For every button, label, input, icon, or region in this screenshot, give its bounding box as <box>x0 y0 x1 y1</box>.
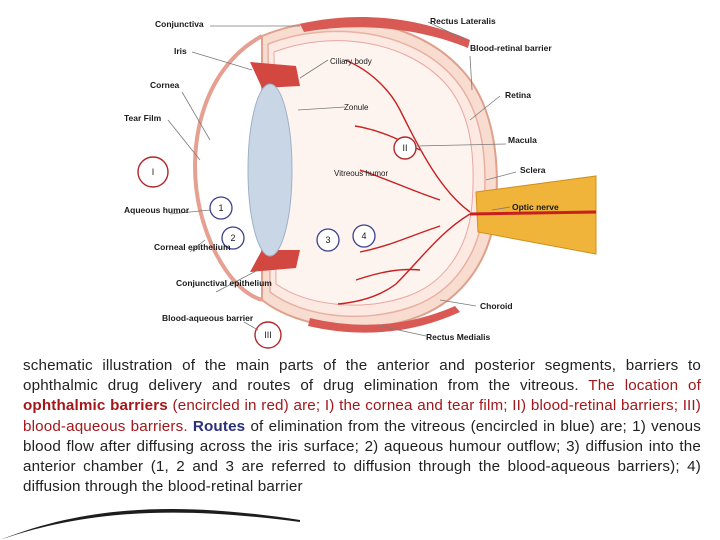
label-conjunctiva: Conjunctiva <box>155 19 204 29</box>
iris-lower <box>250 250 300 272</box>
optic-nerve-vessel <box>469 210 597 216</box>
optic-nerve-shape <box>475 175 597 255</box>
leader-lines <box>167 21 517 337</box>
route-markers: 1 2 3 4 <box>209 196 376 252</box>
retinal-vessels <box>337 59 471 305</box>
figure-caption: schematic illustration of the main parts… <box>23 356 701 497</box>
iris-upper <box>250 62 300 88</box>
barrier-label-I: I <box>152 167 155 177</box>
barrier-label-II: II <box>402 143 407 153</box>
barrier-marker-II <box>393 136 417 160</box>
label-corneal-epithelium: Corneal epithelium <box>154 242 231 252</box>
rectus-lateralis-muscle <box>300 17 470 48</box>
label-vitreous-humor: Vitreous humor <box>334 169 388 178</box>
barrier-markers: I II III <box>137 136 417 349</box>
label-ciliary-body: Ciliary body <box>330 57 372 66</box>
cornea-shape <box>193 34 263 302</box>
label-choroid: Choroid <box>480 301 513 311</box>
barrier-marker-III <box>254 321 282 349</box>
route-label-3: 3 <box>325 235 330 245</box>
route-marker-1 <box>209 196 233 220</box>
label-macula: Macula <box>508 135 537 145</box>
label-iris: Iris <box>174 46 187 56</box>
caption-location-lead: The location of <box>588 377 701 395</box>
barrier-marker-I <box>137 156 169 188</box>
route-label-1: 1 <box>218 203 223 213</box>
label-aqueous-humor: Aqueous humor <box>124 205 190 215</box>
label-retina: Retina <box>505 90 531 100</box>
label-rectus-lateralis: Rectus Lateralis <box>430 16 496 26</box>
eye-diagram: I II III 1 2 3 4 Conjunctiv <box>124 16 597 349</box>
route-marker-2 <box>221 226 245 250</box>
caption-intro: schematic illustration of the main parts… <box>23 357 701 395</box>
route-marker-4 <box>352 224 376 248</box>
caption-routes: Routes <box>192 417 246 435</box>
label-rectus-medialis: Rectus Medialis <box>426 332 491 342</box>
label-blood-retinal-barrier: Blood-retinal barrier <box>470 43 552 53</box>
route-marker-3 <box>316 228 340 252</box>
route-label-4: 4 <box>361 231 366 241</box>
label-conjunctival-epithelium: Conjunctival epithelium <box>176 278 272 288</box>
route-label-2: 2 <box>230 233 235 243</box>
caption-ophthalmic-barriers: ophthalmic barriers <box>23 397 168 415</box>
label-tear-film: Tear Film <box>124 113 162 123</box>
caption-barriers-list: (encircled in red) are; I) the cornea an… <box>23 397 702 435</box>
label-blood-aqueous-barrier: Blood-aqueous barrier <box>162 313 254 323</box>
label-sclera: Sclera <box>520 165 546 175</box>
barrier-label-III: III <box>264 330 272 340</box>
rectus-medialis-muscle <box>308 306 460 333</box>
label-cornea: Cornea <box>150 80 180 90</box>
label-optic-nerve: Optic nerve <box>512 202 559 212</box>
caption-routes-list: of elimination from the vitreous (encirc… <box>23 417 701 496</box>
label-zonule: Zonule <box>344 103 369 112</box>
label-aqueous-humor-line: Aqueous humor <box>124 205 190 215</box>
lens-shape <box>247 83 293 257</box>
